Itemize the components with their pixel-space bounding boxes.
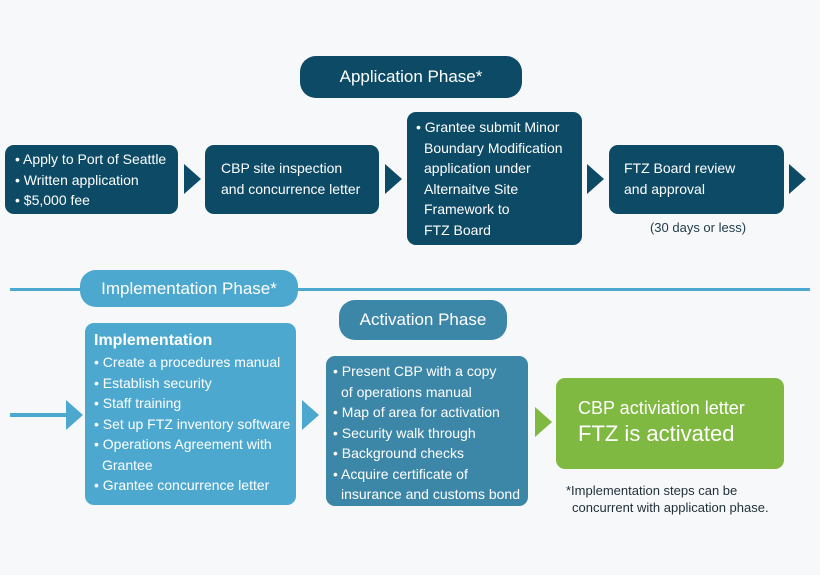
impl-line: Grantee	[102, 456, 153, 473]
flow-arrow-icon	[385, 164, 402, 194]
activation-phase-title: Activation Phase	[339, 300, 507, 340]
activation-line: • Background checks	[333, 445, 464, 461]
application-phase-label: Application Phase*	[339, 67, 483, 86]
application-step-4-lines: FTZ Board review and approval	[624, 158, 784, 199]
flow-arrow-icon	[789, 164, 806, 194]
step-line: • Grantee submit Minor	[416, 119, 560, 135]
step-line: CBP site inspection	[221, 160, 343, 176]
flow-arrow-icon	[184, 164, 201, 194]
activation-line: • Present CBP with a copy	[333, 363, 497, 379]
result-letter-text: CBP activiation letter	[578, 398, 745, 418]
phase-divider	[10, 288, 810, 291]
application-step-3: • Grantee submit Minor Boundary Modifica…	[407, 112, 582, 245]
impl-line: • Grantee concurrence letter	[94, 477, 270, 493]
implementation-box: Implementation • Create a procedures man…	[85, 323, 296, 505]
impl-line: • Set up FTZ inventory software	[94, 415, 291, 432]
activation-line: • Map of area for activation	[333, 404, 500, 420]
step-line: • Written application	[15, 171, 139, 188]
step-line: Framework to	[424, 201, 510, 217]
flow-arrow-icon	[66, 400, 83, 430]
application-step-1: • Apply to Port of Seattle • Written app…	[5, 145, 178, 214]
footnote-line-2: concurrent with application phase.	[572, 500, 769, 515]
activation-phase-label: Activation Phase	[359, 310, 487, 329]
footnote: *Implementation steps can be concurrent …	[566, 482, 769, 516]
result-activated-text: FTZ is activated	[578, 421, 735, 446]
application-step-4: FTZ Board review and approval	[609, 145, 784, 214]
activation-line: insurance and customs bond	[341, 486, 520, 502]
activation-box: • Present CBP with a copy of operations …	[326, 356, 528, 506]
step-line: FTZ Board	[424, 221, 491, 238]
application-step-1-lines: • Apply to Port of Seattle • Written app…	[15, 149, 178, 211]
application-step-3-lines: • Grantee submit Minor Boundary Modifica…	[416, 117, 582, 240]
impl-line: • Establish security	[94, 374, 212, 391]
activation-result-box: CBP activiation letter FTZ is activated	[556, 378, 784, 469]
impl-line: • Staff training	[94, 395, 182, 411]
step-line: • $5,000 fee	[15, 192, 90, 208]
implementation-heading: Implementation	[94, 332, 213, 349]
activation-line: of operations manual	[341, 383, 472, 400]
step-line: • Apply to Port of Seattle	[15, 151, 167, 167]
approval-duration-note: (30 days or less)	[649, 220, 747, 235]
activation-line: • Acquire certificate of	[333, 465, 468, 482]
application-phase-title: Application Phase*	[300, 56, 522, 98]
step-line: and approval	[624, 180, 705, 197]
implementation-phase-label: Implementation Phase*	[101, 278, 277, 298]
impl-line: • Operations Agreement with	[94, 436, 272, 452]
step-line: and concurrence letter	[221, 180, 361, 197]
activation-line: • Security walk through	[333, 424, 476, 441]
flow-arrow-icon	[535, 407, 552, 437]
step-line: application under	[424, 160, 531, 176]
impl-line: • Create a procedures manual	[94, 354, 281, 370]
application-step-2-lines: CBP site inspection and concurrence lett…	[221, 158, 379, 199]
footnote-line-1: *Implementation steps can be	[566, 483, 738, 498]
step-line: Boundary Modification	[424, 139, 563, 156]
implementation-phase-title: Implementation Phase*	[80, 270, 298, 307]
activation-lines: • Present CBP with a copy of operations …	[333, 361, 528, 505]
application-step-2: CBP site inspection and concurrence lett…	[205, 145, 379, 214]
step-line: Alternaitve Site	[424, 180, 519, 197]
flow-arrow-icon	[302, 400, 319, 430]
implementation-lines: • Create a procedures manual • Establish…	[94, 352, 296, 496]
flow-arrow-icon	[587, 164, 604, 194]
incoming-arrow-line	[10, 413, 68, 417]
step-line: FTZ Board review	[624, 160, 736, 176]
